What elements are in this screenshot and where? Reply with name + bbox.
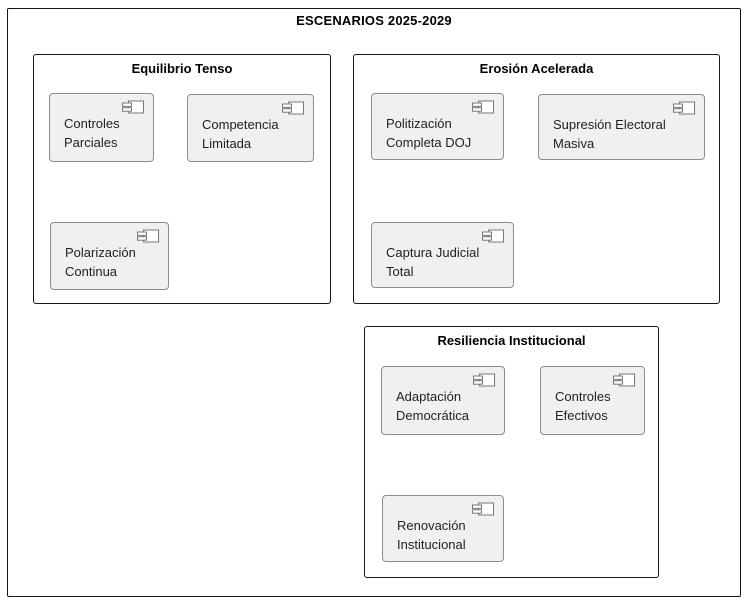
component-polarizacion-continua: Polarización Continua [50, 222, 169, 290]
package-title: Resiliencia Institucional [437, 333, 586, 348]
component-label: Competencia Limitada [202, 117, 279, 151]
uml-component-icon [282, 101, 304, 115]
uml-component-icon [137, 229, 159, 243]
uml-component-icon [673, 101, 695, 115]
component-label: Politización Completa DOJ [386, 116, 472, 150]
component-adaptacion-democratica: Adaptación Democrática [381, 366, 505, 435]
uml-component-icon [613, 373, 635, 387]
component-captura-judicial-total: Captura Judicial Total [371, 222, 514, 288]
component-label: Renovación Institucional [397, 518, 466, 552]
component-label: Polarización Continua [65, 245, 136, 279]
component-label: Captura Judicial Total [386, 245, 480, 279]
component-label: Controles Parciales [64, 116, 120, 150]
package-title: Equilibrio Tenso [131, 61, 233, 76]
package-equilibrio-tenso: Equilibrio Tenso Controles Parciales Com… [33, 54, 331, 304]
component-controles-parciales: Controles Parciales [49, 93, 154, 162]
component-controles-efectivos: Controles Efectivos [540, 366, 645, 435]
uml-component-icon [472, 100, 494, 114]
uml-component-icon [472, 502, 494, 516]
uml-component-icon [122, 100, 144, 114]
package-erosion-acelerada: Erosión Acelerada Politización Completa … [353, 54, 720, 304]
uml-component-icon [482, 229, 504, 243]
component-label: Controles Efectivos [555, 389, 611, 423]
diagram-title: ESCENARIOS 2025-2029 [296, 13, 452, 28]
component-renovacion-institucional: Renovación Institucional [382, 495, 504, 562]
package-resiliencia-institucional: Resiliencia Institucional Adaptación Dem… [364, 326, 659, 578]
package-title: Erosión Acelerada [479, 61, 594, 76]
component-competencia-limitada: Competencia Limitada [187, 94, 314, 162]
diagram-frame: ESCENARIOS 2025-2029 Equilibrio Tenso Co… [7, 8, 741, 597]
component-label: Supresión Electoral Masiva [553, 117, 666, 151]
component-label: Adaptación Democrática [396, 389, 469, 423]
component-supresion-electoral-masiva: Supresión Electoral Masiva [538, 94, 705, 160]
uml-component-icon [473, 373, 495, 387]
component-politizacion-completa-doj: Politización Completa DOJ [371, 93, 504, 160]
